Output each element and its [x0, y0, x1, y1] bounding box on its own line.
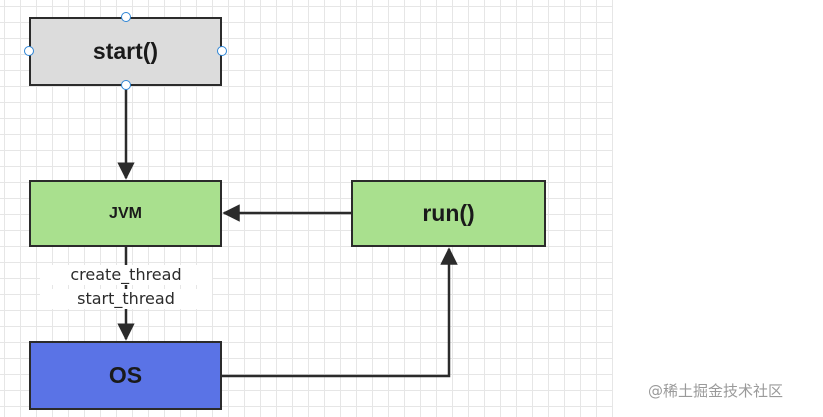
edge-os-to-run	[222, 247, 458, 378]
run-node[interactable]: run()	[351, 180, 546, 247]
selection-handle-bottom[interactable]	[121, 80, 131, 90]
selection-handle-top[interactable]	[121, 12, 131, 22]
jvm-node[interactable]: JVM	[29, 180, 222, 247]
edge-label-create-thread: create_thread	[40, 265, 212, 285]
run-node-label: run()	[422, 200, 475, 226]
start-node[interactable]: start()	[29, 17, 222, 86]
selection-handle-right[interactable]	[217, 46, 227, 56]
watermark: @稀土掘金技术社区	[648, 382, 784, 400]
jvm-node-label: JVM	[109, 204, 142, 222]
selection-handle-left[interactable]	[24, 46, 34, 56]
edge-label-start-thread: start_thread	[40, 289, 212, 309]
os-node-label: OS	[108, 362, 143, 388]
start-node-label: start()	[92, 38, 159, 64]
os-node[interactable]: OS	[29, 341, 222, 410]
